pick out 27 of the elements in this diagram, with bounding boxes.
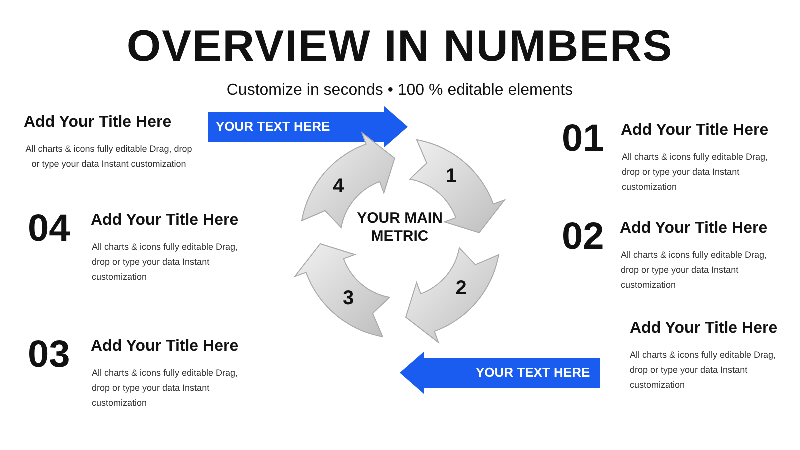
step-number: 04	[28, 208, 70, 251]
description: All charts & icons fully editable Drag, drop or type your data Instant customization	[92, 367, 240, 410]
heading: Add Your Title Here	[91, 212, 239, 230]
step-number: 4	[333, 175, 344, 198]
heading: Add Your Title Here	[630, 320, 778, 338]
step-number: 03	[28, 334, 70, 377]
description: All charts & icons fully editable Drag, drop or type your data Instant customization	[622, 151, 770, 194]
ring-segment	[294, 244, 390, 336]
description: All charts & icons fully editable Drag, drop or type your data Instant customization	[621, 249, 768, 292]
step-number: 3	[343, 288, 354, 311]
heading: Add Your Title Here	[621, 122, 769, 140]
heading: Add Your Title Here	[24, 114, 172, 132]
subtitle: Customize in seconds • 100 % editable elements	[226, 82, 574, 100]
arrow-banner: YOUR TEXT HERE	[208, 106, 408, 148]
heading: Add Your Title Here	[620, 220, 768, 238]
ring-segment	[406, 248, 498, 344]
description: All charts & icons fully editable Drag, drop or type your data Instant customization	[92, 241, 240, 284]
title: OVERVIEW IN NUMBERS	[126, 22, 674, 72]
description: All charts & icons fully editable Drag, drop or type your data Instant customization	[24, 143, 194, 171]
step-number: 02	[562, 216, 604, 259]
description: All charts & icons fully editable Drag, drop or type your data Instant customization	[630, 349, 778, 392]
step-number: 1	[446, 165, 457, 188]
metric-text: YOUR MAIN METRIC	[355, 210, 445, 246]
arrow-banner: YOUR TEXT HERE	[400, 352, 600, 394]
heading: Add Your Title Here	[91, 338, 239, 356]
step-number: 01	[562, 118, 604, 161]
step-number: 2	[456, 278, 467, 301]
